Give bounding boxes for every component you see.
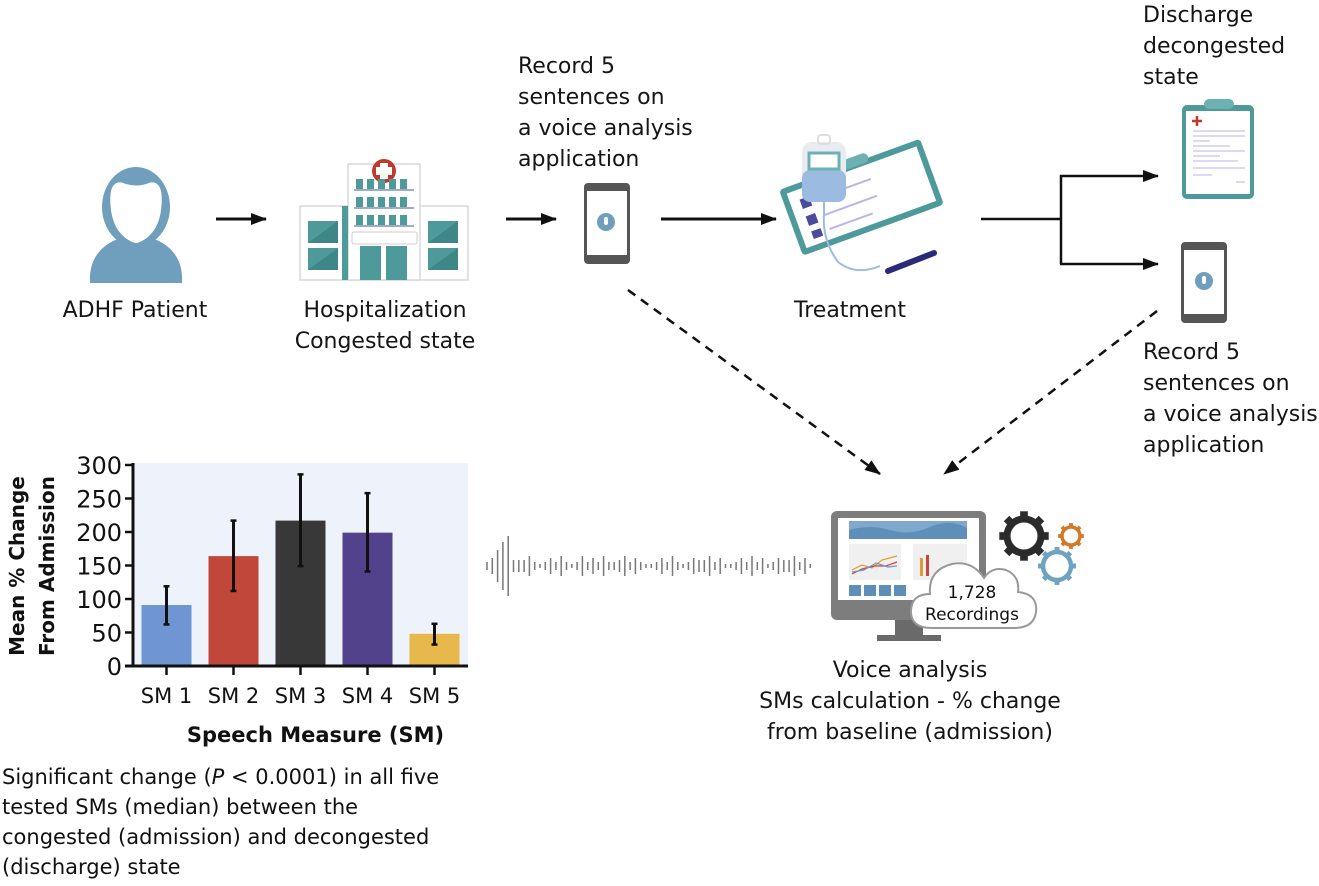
cloud-recordings-text: 1,728 Recordings [912,582,1032,626]
footnote-line: (discharge) state [2,855,181,879]
hospital-label-line2: Congested state [294,329,476,354]
record-admission-line: application [518,147,640,172]
y-axis-title: Mean % Change [5,476,29,656]
record-admission-line: a voice analysis [518,116,693,141]
record-discharge-line: a voice analysis [1143,402,1318,427]
x-tick-label: SM 5 [409,684,461,708]
person-icon [89,167,183,283]
sound-waveform-icon [486,536,812,596]
footnote-line: tested SMs (median) between the [2,795,359,819]
record-discharge-line: Record 5 [1143,340,1241,365]
x-axis-title: Speech Measure (SM) [187,723,444,747]
y-axis-title: From Admission [35,476,59,656]
record-admission-label: Record 5 sentences on a voice analysis a… [518,51,738,175]
footnote: Significant change (P < 0.0001) in all f… [2,762,502,882]
x-tick-label: SM 2 [208,684,260,708]
cloud-icon [909,562,1038,629]
x-tick-label: SM 1 [141,684,193,708]
y-tick-label: 100 [76,586,122,614]
footnote-line: congested (admission) and decongested [2,825,430,849]
discharge-line: Discharge [1143,3,1254,28]
y-tick-label: 300 [76,452,122,480]
treatment-label: Treatment [794,298,906,323]
bar-chart: SM 1 SM 2 SM 3 SM 4 SM 5 0 50 100 150 200 250 300Sp… [5,452,468,747]
hospital-icon [299,159,469,281]
computer-monitor-icon [831,511,986,641]
gear-icon [999,511,1049,561]
hospital-label: Hospitalization Congested state [270,295,500,357]
y-tick-label: 0 [107,653,122,681]
y-tick-label: 50 [91,620,122,648]
analysis-line: SMs calculation - % change [759,689,1061,714]
record-discharge-line: application [1143,433,1265,458]
recordings-label: Recordings [925,605,1019,625]
footnote-text: Significant change ( [2,765,212,789]
record-admission-line: Record 5 [518,54,616,79]
hospital-label-line1: Hospitalization [303,298,467,323]
y-tick-label: 250 [76,486,122,514]
patient-label: ADHF Patient [62,298,208,323]
discharge-line: decongested [1143,34,1286,59]
smartphone-microphone-icon [584,183,630,264]
analysis-line: from baseline (admission) [767,720,1053,745]
footnote-line: Significant change (P < 0.0001) in all f… [2,762,502,792]
smartphone-microphone-icon [1181,242,1227,323]
x-tick-label: SM 4 [342,684,394,708]
recordings-count: 1,728 [947,583,997,603]
footnote-text: < 0.0001) in all five [224,765,440,789]
x-tick-label: SM 3 [275,684,327,708]
dashed-arrow-admission-to-analysis [627,288,881,476]
clipboard-medical-icon [1182,99,1254,199]
gear-icon [1038,547,1076,585]
iv-bag-clipboard-icon [780,134,943,274]
analysis-line: Voice analysis [832,658,988,683]
discharge-label: Discharge decongested state [1143,0,1319,93]
branch-connector [981,170,1159,270]
record-admission-line: sentences on [518,85,665,110]
record-discharge-label: Record 5 sentences on a voice analysis a… [1143,337,1319,461]
gear-icon [1058,523,1084,549]
discharge-line: state [1143,65,1199,90]
gears-icon [999,511,1084,585]
record-discharge-line: sentences on [1143,371,1290,396]
voice-analysis-label: Voice analysis SMs calculation - % chang… [740,655,1080,748]
footnote-p-symbol: P [211,765,225,789]
y-tick-label: 150 [76,553,122,581]
dashed-arrow-discharge-to-analysis [943,310,1158,475]
y-tick-label: 200 [76,519,122,547]
